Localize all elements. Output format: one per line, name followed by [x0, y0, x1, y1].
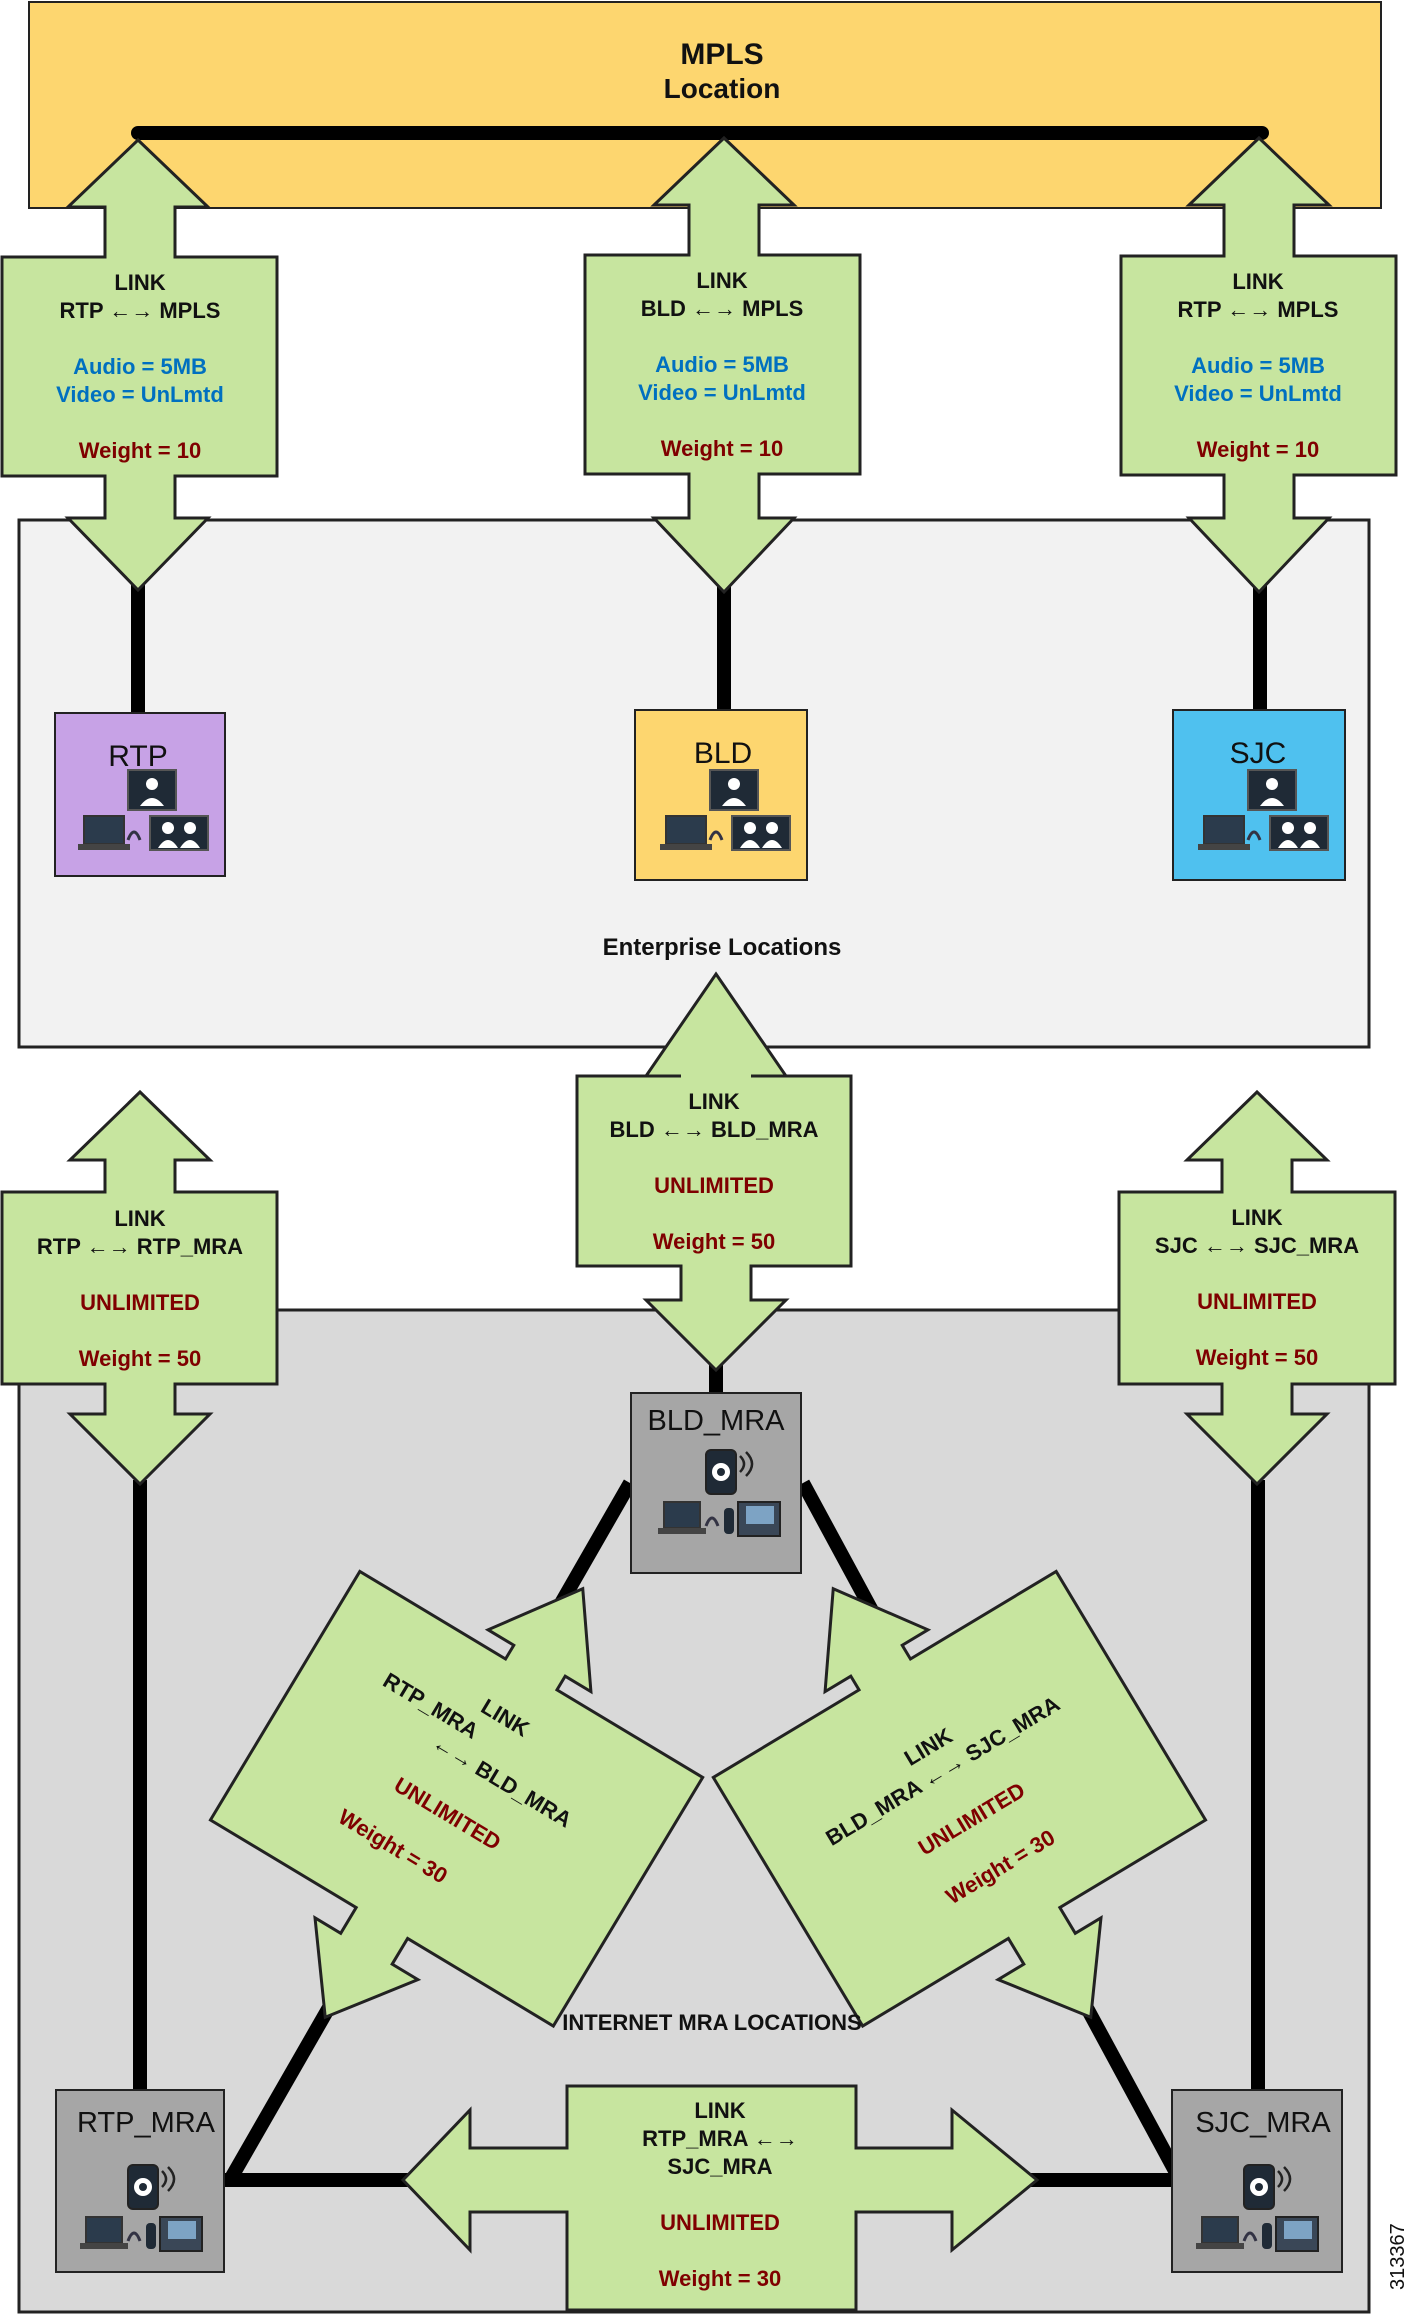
link-title: LINK: [688, 1089, 739, 1114]
link-path: SJC ←→ SJC_MRA: [1155, 1233, 1359, 1258]
mpls-title: MPLS: [680, 38, 763, 71]
link-arrow-rtp-rtpmra: [0, 1089, 279, 1487]
link-path: RTP ←→ RTP_MRA: [37, 1234, 243, 1259]
link-arrow-sjc-sjcmra: [1117, 1089, 1397, 1487]
link-title: LINK: [114, 1206, 165, 1231]
site-bld: BLD: [634, 709, 808, 881]
link-audio: Audio = 5MB: [1191, 353, 1325, 378]
link-limit: UNLIMITED: [660, 2210, 780, 2235]
link-path: RTP ←→ MPLS: [1178, 297, 1339, 322]
link-weight: Weight = 10: [79, 438, 201, 463]
link-arrow-sjc-mpls: [1119, 135, 1398, 595]
link-arrow-bld-mpls: [583, 135, 862, 595]
link-title: LINK: [696, 268, 747, 293]
link-weight: Weight = 10: [661, 436, 783, 461]
site-sjc-mra-label: SJC_MRA: [1195, 2107, 1331, 2139]
link-video: Video = UnLmtd: [56, 382, 224, 407]
site-sjc: SJC: [1172, 709, 1346, 881]
figure-id: 313367: [1387, 2223, 1409, 2290]
link-arrow-bld-bldmra: [575, 971, 853, 1373]
link-title: LINK: [1232, 269, 1283, 294]
link-label-bld-mpls: LINK BLD ←→ MPLS Audio = 5MB Video = UnL…: [638, 268, 806, 461]
mpls-subtitle: Location: [664, 73, 781, 104]
link-label-rtpmra-sjcmra: LINK RTP_MRA ←→ SJC_MRA UNLIMITED Weight…: [642, 2098, 798, 2291]
internet-mra-locations-label: INTERNET MRA LOCATIONS: [562, 2010, 861, 2035]
link-title: LINK: [1231, 1205, 1282, 1230]
link-label-sjc-sjcmra: LINK SJC ←→ SJC_MRA UNLIMITED Weight = 5…: [1155, 1205, 1359, 1370]
link-path: BLD ←→ BLD_MRA: [610, 1117, 819, 1142]
link-title: LINK: [694, 2098, 745, 2123]
link-video: Video = UnLmtd: [638, 380, 806, 405]
site-bld-mra-label: BLD_MRA: [648, 1405, 786, 1437]
link-path: BLD ←→ MPLS: [641, 296, 804, 321]
link-weight: Weight = 50: [79, 1346, 201, 1371]
link-path: RTP ←→ MPLS: [60, 298, 221, 323]
link-weight: Weight = 50: [653, 1229, 775, 1254]
link-audio: Audio = 5MB: [655, 352, 789, 377]
enterprise-locations-label: Enterprise Locations: [603, 934, 842, 961]
link-label-bld-bldmra: LINK BLD ←→ BLD_MRA UNLIMITED Weight = 5…: [610, 1089, 819, 1254]
link-limit: UNLIMITED: [80, 1290, 200, 1315]
link-path-2: SJC_MRA: [667, 2154, 772, 2179]
link-arrow-rtp-mpls: [0, 137, 279, 593]
link-weight: Weight = 50: [1196, 1345, 1318, 1370]
link-arrow-bldmra-sjcmra: [711, 1569, 1208, 2029]
link-label-rtp-mpls: LINK RTP ←→ MPLS Audio = 5MB Video = UnL…: [56, 270, 224, 463]
link-label-sjc-mpls: LINK RTP ←→ MPLS Audio = 5MB Video = UnL…: [1174, 269, 1342, 462]
site-sjc-mra: SJC_MRA: [1171, 2089, 1343, 2273]
site-rtp-label: RTP: [108, 740, 167, 773]
site-bld-mra: BLD_MRA: [630, 1392, 802, 1574]
link-weight: Weight = 10: [1197, 437, 1319, 462]
link-audio: Audio = 5MB: [73, 354, 207, 379]
link-video: Video = UnLmtd: [1174, 381, 1342, 406]
link-label-rtp-rtpmra: LINK RTP ←→ RTP_MRA UNLIMITED Weight = 5…: [37, 1206, 243, 1371]
link-arrow-rtpmra-sjcmra: [400, 2084, 1040, 2312]
site-rtp: RTP: [54, 712, 226, 877]
link-limit: UNLIMITED: [654, 1173, 774, 1198]
link-title: LINK: [114, 270, 165, 295]
site-sjc-label: SJC: [1230, 737, 1287, 770]
link-limit: UNLIMITED: [1197, 1289, 1317, 1314]
link-weight: Weight = 30: [659, 2266, 781, 2291]
link-path: RTP_MRA ←→: [642, 2126, 798, 2151]
site-bld-label: BLD: [694, 737, 752, 770]
site-rtp-mra-label: RTP_MRA: [77, 2107, 216, 2139]
link-arrow-rtpmra-bldmra: [208, 1569, 705, 2029]
site-rtp-mra: RTP_MRA: [55, 2089, 225, 2273]
